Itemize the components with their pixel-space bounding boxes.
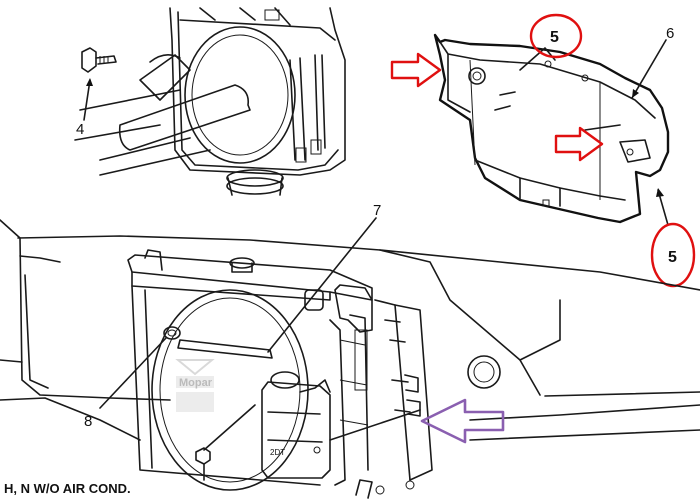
red-arrow-right [554, 126, 604, 162]
red-highlight-circle-top [529, 13, 583, 59]
fan-assembly [74, 7, 346, 196]
small-mark-label: 2DT [270, 448, 285, 457]
watermark-text: Mopar [179, 377, 213, 389]
mopar-watermark [175, 359, 215, 412]
callout-label-8: 8 [84, 413, 92, 430]
bolt-part [81, 47, 117, 121]
red-highlight-circle-right [650, 222, 696, 288]
radiator-assembly [0, 217, 700, 499]
callout-label-6: 6 [666, 25, 674, 42]
callout-label-5-top: 5 [550, 29, 559, 46]
red-arrow-left [390, 52, 442, 88]
upper-shroud-part [433, 33, 670, 226]
callout-label-7: 7 [373, 202, 381, 219]
callout-label-4: 4 [76, 121, 84, 138]
callout-label-5-right: 5 [668, 249, 677, 266]
purple-arrow [420, 398, 505, 444]
diagram-caption: H, N W/O AIR COND. [4, 481, 131, 496]
